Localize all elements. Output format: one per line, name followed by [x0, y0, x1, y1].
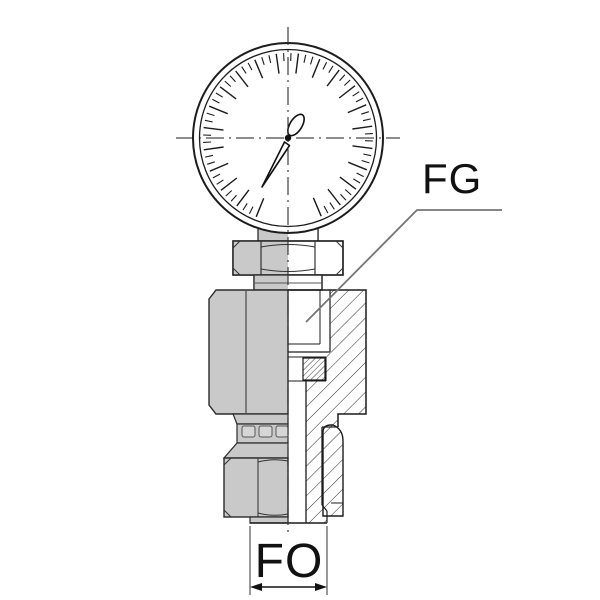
fo-dimension: FO	[249, 526, 328, 595]
bottom-stub	[249, 516, 289, 524]
fg-callout: FG	[305, 155, 502, 323]
gauge-tick-ring	[203, 53, 373, 218]
lower-hex-nut	[223, 457, 289, 518]
seal-groove	[288, 356, 327, 382]
lower-external-half	[222, 413, 327, 524]
fg-label: FG	[422, 155, 482, 202]
pressure-gauge	[176, 42, 400, 234]
gauge-needle	[261, 113, 305, 188]
body-external-half	[208, 289, 289, 415]
needle-pivot	[284, 134, 292, 142]
serrated-band	[236, 423, 289, 444]
swivel-nut-section	[322, 424, 344, 517]
nut-shoulder	[222, 442, 289, 459]
body-section-half	[288, 289, 367, 427]
dimension-arrow	[250, 583, 327, 591]
fg-leader-line	[305, 209, 502, 323]
seal-cross-section	[302, 357, 326, 381]
fo-label: FO	[255, 535, 324, 588]
